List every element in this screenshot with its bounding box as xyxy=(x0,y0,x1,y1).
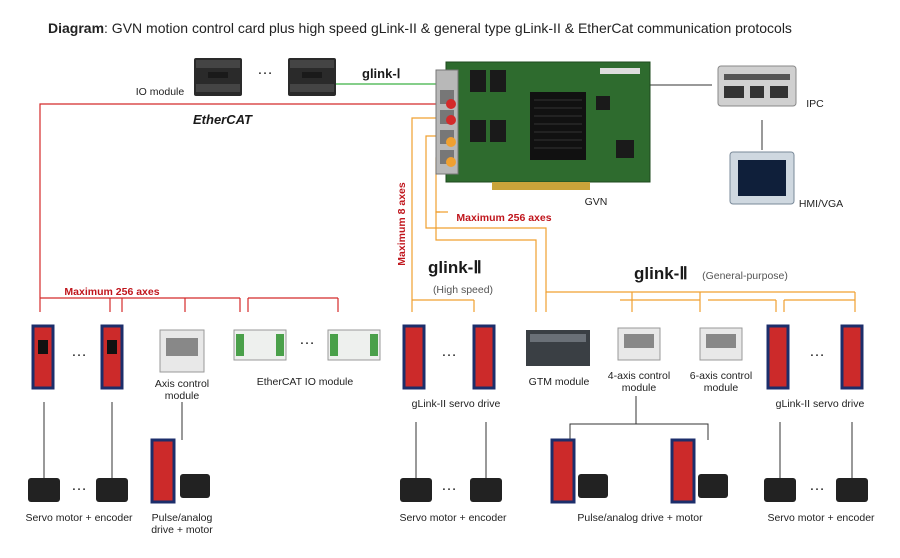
glink-servo-left-label: gLink-II servo drive xyxy=(411,398,501,410)
io-module-2 xyxy=(288,58,336,96)
ellipsis-io: … xyxy=(257,61,273,78)
servo-motor-right-2 xyxy=(836,478,868,502)
max-256-axes-left: Maximum 256 axes xyxy=(64,286,160,298)
plain-lines xyxy=(43,84,853,478)
ethercat-logo: EtherCAT xyxy=(193,112,252,127)
max-256-axes-mid: Maximum 256 axes xyxy=(456,212,552,224)
io-module-1 xyxy=(194,58,242,96)
ellipsis-ecat-io: … xyxy=(299,331,315,348)
pulse-drive-mid-1 xyxy=(550,438,608,504)
ethercat-io-module-device xyxy=(233,329,381,361)
glink2-network-lines xyxy=(411,117,856,312)
ellipsis-servo-left: … xyxy=(71,477,87,494)
glink2-general-sub: (General-purpose) xyxy=(702,270,788,282)
glink1-logo: glink-Ⅰ xyxy=(362,66,401,81)
pulse-mid-label: Pulse/analog drive + motor xyxy=(577,512,703,524)
servo-right-label: Servo motor + encoder xyxy=(767,512,875,524)
gvn-label: GVN xyxy=(584,196,608,208)
gtm-label: GTM module xyxy=(528,376,590,388)
ellipsis-servo-right: … xyxy=(809,477,825,494)
axis-control-module-device xyxy=(159,329,205,373)
six-axis-control-device xyxy=(699,327,743,361)
servo-left-label: Servo motor + encoder xyxy=(25,512,133,524)
ipc-computer xyxy=(717,65,797,107)
servo-motor-left-2 xyxy=(96,478,128,502)
servo-motor-left-1 xyxy=(28,478,60,502)
ethercat-servo-drive-2 xyxy=(100,324,124,390)
servo-motor-mid-1 xyxy=(400,478,432,502)
glink2-high-logo: glink-Ⅱ xyxy=(428,258,482,277)
four-axis-control-device xyxy=(617,327,661,361)
ethercat-network-lines xyxy=(39,103,440,312)
ellipsis-glink-right: … xyxy=(809,343,825,360)
servo-motor-mid-2 xyxy=(470,478,502,502)
diagram-title: Diagram: GVN motion control card plus hi… xyxy=(48,20,792,36)
glink-servo-right-label: gLink-II servo drive xyxy=(775,398,865,410)
glink-servo-drive-right-2 xyxy=(840,324,864,390)
io-module-label: IO module xyxy=(135,86,185,98)
ethercat-servo-drive-1 xyxy=(31,324,55,390)
pulse-drive-left xyxy=(150,438,210,504)
glink2-general-logo: glink-Ⅱ xyxy=(634,264,688,283)
ellipsis-servo-mid: … xyxy=(441,477,457,494)
glink-servo-drive-left-1 xyxy=(402,324,426,390)
four-axis-label: 4-axis control module xyxy=(607,370,671,394)
glink-servo-drive-left-2 xyxy=(472,324,496,390)
glink2-high-sub: (High speed) xyxy=(432,284,494,296)
ellipsis-glink-left: … xyxy=(441,343,457,360)
glink-servo-drive-right-1 xyxy=(766,324,790,390)
ipc-label: IPC xyxy=(806,98,824,110)
hmi-display xyxy=(729,151,795,205)
gtm-module-device xyxy=(526,330,590,366)
pulse-left-label: Pulse/analog drive + motor xyxy=(151,512,213,536)
hmi-label: HMI/VGA xyxy=(798,198,844,210)
servo-motor-right-1 xyxy=(764,478,796,502)
ellipsis-ecat-drives: … xyxy=(71,343,87,360)
pulse-drive-mid-2 xyxy=(670,438,728,504)
gvn-card xyxy=(435,61,651,190)
axis-control-label: Axis control module xyxy=(154,378,210,402)
ethercat-io-label: EtherCAT IO module xyxy=(256,376,354,388)
six-axis-label: 6-axis control module xyxy=(689,370,753,394)
servo-mid-label: Servo motor + encoder xyxy=(399,512,507,524)
max-8-axes: Maximum 8 axes xyxy=(396,182,408,266)
